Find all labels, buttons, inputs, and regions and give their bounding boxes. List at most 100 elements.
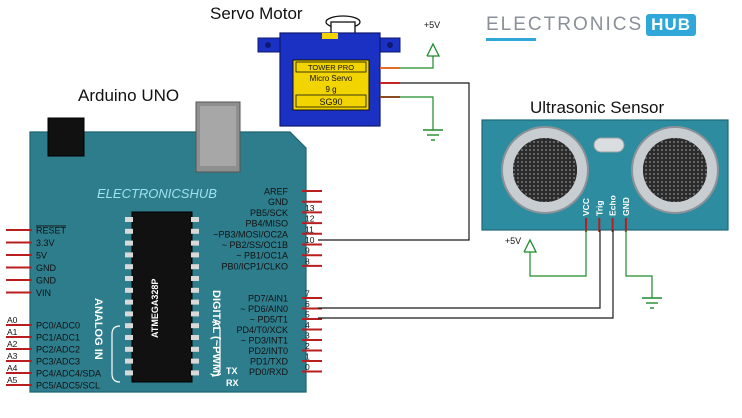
atmega-chip [131,211,193,383]
digital-pin-label: PB5/SCK [250,208,288,218]
electronicshub-logo: ELECTRONICS HUB [486,12,696,38]
chip-pin [191,276,199,281]
digital-pin-number: 4 [305,320,310,330]
power-pin-label: 3.3V [36,238,55,248]
chip-pin [191,240,199,246]
chip-pin [125,370,133,376]
chip-pin [125,276,133,281]
servo-wiring [318,55,470,241]
digital-pin-number: 7 [305,289,310,299]
arduino-board: ELECTRONICSHUB ATMEGA328P DIGITAL (~PWM)… [6,101,322,393]
wire-sensor-vcc [529,230,587,277]
digital-pin-number: 5 [305,310,310,320]
sensor-pin-label: GND [621,197,631,216]
analog-pin-label: PC3/ADC3 [36,357,80,367]
servo-model-line1: Micro Servo [310,74,353,83]
chip-pin [125,240,133,246]
digital-pin-number: 1 [305,352,310,362]
digital-pin-number: 2 [305,341,310,351]
analog-pin-label: PC2/ADC2 [36,345,80,355]
sensor-vcc-symbol: +5V [505,236,538,253]
chip-pin [191,287,199,293]
chip-pin [191,358,199,364]
analog-pin-name: A3 [7,351,18,361]
chip-pin [125,299,133,305]
vcc-arrow-icon [426,42,441,57]
analog-label: ANALOG IN [92,298,104,360]
board-brand: ELECTRONICSHUB [97,186,217,201]
sensor-pin-label: Trig [594,200,604,216]
tx-label: TX [226,366,238,376]
usb-port-inner [200,106,236,166]
sensor-vcc-label: +5V [505,236,521,246]
sensor-wiring [318,230,653,319]
digital-pin-label: PD0/RXD [249,367,289,377]
analog-pin-label: PC0/ADC0 [36,321,80,331]
analog-pin-label: PC1/ADC1 [36,333,80,343]
servo-motor: TOWER PRO Micro Servo 9 g SG90 [257,15,401,127]
digital-pin-number: 8 [305,256,310,266]
digital-pin-number: 9 [305,246,310,256]
digital-pin-label: PD1/TXD [250,357,289,367]
digital-pin-label: AREF [264,187,289,197]
analog-pin-label: PC5/ADC5/SCL [36,381,100,391]
digital-pin-label: PD4/T0/XCK [236,325,288,335]
chip-pin [125,287,133,293]
chip-pin [191,299,199,305]
chip-pin [191,228,199,234]
digital-pin-number: 10 [305,235,315,245]
digital-pin-label: ~ PB1/OC1A [236,251,288,261]
servo-model-box [295,94,367,108]
chip-pin [191,264,199,270]
wire-sensor-trig [318,230,601,309]
servo-brand: TOWER PRO [308,63,354,72]
digital-pin-number: 11 [305,224,314,234]
chip-pin [191,346,199,352]
power-pin-label: GND [36,263,57,273]
analog-pin-name: A2 [7,339,18,349]
digital-pin-label: PB0/ICP1/CLKO [221,261,288,271]
digital-pin-label: ~ PD3/INT1 [241,336,288,346]
servo-vcc-label: +5V [424,20,440,30]
wire-sensor-echo [318,230,614,319]
servo-model-line3: SG90 [319,97,342,107]
sensor-crystal [593,137,625,153]
logo-underline [486,38,536,41]
dc-jack [47,117,85,157]
power-pin-label: GND [36,276,57,286]
chip-pin [125,252,133,258]
digital-pin-label: ~ PB2/SS/OC1B [222,240,288,250]
chip-pin [125,264,133,270]
digital-pin-number: 0 [305,362,310,372]
rx-label: RX [226,378,239,388]
analog-bracket [111,325,121,383]
digital-pin-label: ~PB3/MOSI/OC2A [213,229,288,239]
chip-pin [125,346,133,352]
chip-pin [191,252,199,258]
digital-pin-number: 12 [305,214,315,224]
logo-text: ELECTRONICS [486,14,644,35]
sensor-ground-symbol [642,297,662,309]
chip-pin [191,335,199,340]
wire-servo-vcc [400,55,434,69]
analog-pin-name: A4 [7,363,18,373]
servo-ground-symbol [423,129,443,141]
chip-pin [191,323,199,329]
digital-pin-label: ~ PD6/AIN0 [240,304,288,314]
analog-pin-name: A1 [7,327,18,337]
arduino-title: Arduino UNO [78,86,180,105]
servo-brand-box [295,61,367,73]
power-pin-label: VIN [36,288,51,298]
digital-pin-number: 6 [305,299,310,309]
servo-model-line2: 9 g [325,85,336,94]
digital-pin-label: ~ PD5/T1 [250,315,288,325]
chip-pin [125,358,133,364]
vcc-arrow-icon [523,238,538,253]
chip-pin [191,217,199,222]
wire-servo-signal [318,82,470,241]
